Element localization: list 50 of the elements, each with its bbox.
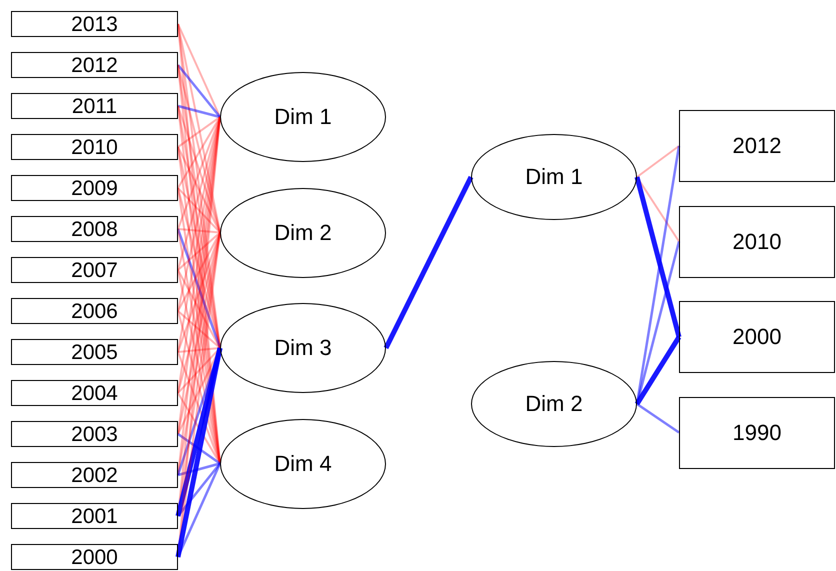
- connector-line: [177, 310, 221, 349]
- year-box: 2003: [11, 421, 178, 447]
- connector-line: [177, 116, 221, 270]
- year-box: 2010: [11, 134, 178, 160]
- connector-line: [178, 462, 220, 476]
- connector-line: [178, 347, 220, 353]
- year-box: 2004: [11, 380, 178, 406]
- year-box: 2000: [679, 301, 835, 373]
- connector-line: [177, 232, 221, 312]
- connector-line: [176, 462, 222, 558]
- connector-line: [177, 432, 221, 465]
- connector-line: [636, 145, 680, 178]
- connector-line: [634, 176, 682, 338]
- year-box: 1990: [679, 396, 835, 468]
- connector-line: [177, 232, 221, 394]
- year-box: 2001: [11, 503, 178, 529]
- connector-line: [177, 116, 221, 312]
- connector-line: [177, 116, 221, 148]
- connector-line: [177, 64, 221, 118]
- year-box: 2006: [11, 298, 178, 324]
- connector-line: [634, 336, 682, 406]
- year-box: 2012: [11, 52, 178, 78]
- year-box: 2008: [11, 216, 178, 242]
- connector-line: [177, 116, 221, 189]
- connector-line: [177, 146, 221, 233]
- year-box: 2009: [11, 175, 178, 201]
- connector-line: [178, 104, 220, 118]
- year-box: 2002: [11, 462, 178, 488]
- connector-line: [177, 270, 221, 348]
- year-box: 2000: [11, 544, 178, 570]
- dimension-ellipse: Dim 1: [471, 134, 637, 220]
- year-box: 2010: [679, 206, 835, 278]
- dimension-ellipse: Dim 3: [220, 303, 386, 393]
- year-box: 2005: [11, 339, 178, 365]
- year-box: 2012: [679, 110, 835, 182]
- connector-line: [177, 232, 221, 271]
- connector-line: [636, 402, 680, 434]
- connector-line: [384, 176, 474, 350]
- connector-line: [177, 462, 221, 517]
- connector-line: [177, 187, 221, 234]
- year-box: 2013: [11, 11, 178, 37]
- year-box: 2011: [11, 93, 178, 119]
- connector-line: [178, 228, 220, 234]
- dimension-ellipse: Dim 2: [471, 361, 637, 447]
- dimension-ellipse: Dim 2: [220, 188, 386, 278]
- dimension-ellipse: Dim 4: [220, 418, 386, 508]
- dimension-ellipse: Dim 1: [220, 72, 386, 162]
- connector-line: [176, 348, 222, 558]
- year-box: 2007: [11, 257, 178, 283]
- connector-line: [177, 24, 221, 118]
